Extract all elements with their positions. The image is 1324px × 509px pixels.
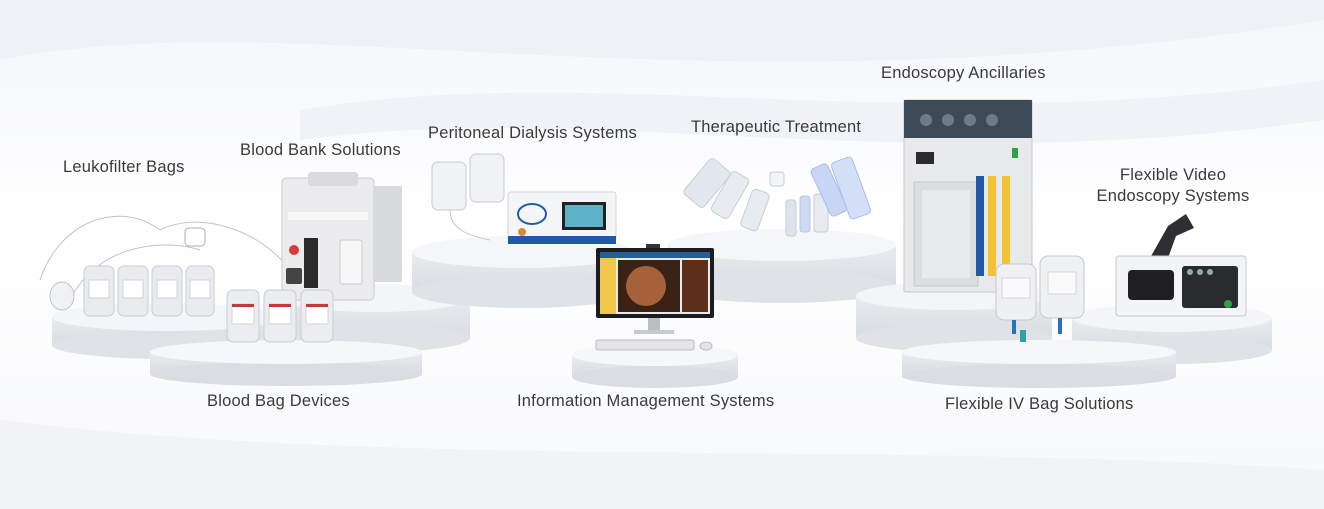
- label-flexible-video-line1: Flexible Video: [1119, 166, 1227, 184]
- label-endoscopy-ancillaries: Endoscopy Ancillaries: [881, 64, 1046, 82]
- pedestal-blood-bag: [150, 340, 422, 386]
- endoscopy-ancillaries-cabinet: [903, 99, 1033, 293]
- label-flexible-video-endoscopy: Flexible Video Endoscopy Systems: [1094, 165, 1252, 207]
- label-flexible-video-line2: Endoscopy Systems: [1096, 187, 1250, 205]
- peritoneal-dialysis-system: [431, 153, 617, 244]
- label-information-management: Information Management Systems: [517, 392, 775, 410]
- label-flexible-iv-bag: Flexible IV Bag Solutions: [945, 395, 1134, 413]
- pedestal-iv-bag: [902, 340, 1176, 388]
- therapeutic-treatment-items: [683, 156, 871, 237]
- label-peritoneal-dialysis: Peritoneal Dialysis Systems: [428, 124, 637, 142]
- flexible-video-endoscopy-system: [1115, 214, 1247, 317]
- leukofilter-bags-image: [39, 215, 291, 311]
- label-blood-bank-solutions: Blood Bank Solutions: [240, 141, 401, 159]
- blood-bank-machine: [281, 172, 402, 301]
- leukofilter-bag-set: [83, 265, 215, 317]
- label-therapeutic-treatment: Therapeutic Treatment: [691, 118, 862, 136]
- label-blood-bag-devices: Blood Bag Devices: [207, 392, 350, 410]
- label-leukofilter-bags: Leukofilter Bags: [63, 158, 185, 176]
- info-management-workstation: [595, 244, 714, 351]
- blood-bag-devices: [226, 289, 334, 343]
- flexible-iv-bags: [995, 255, 1085, 342]
